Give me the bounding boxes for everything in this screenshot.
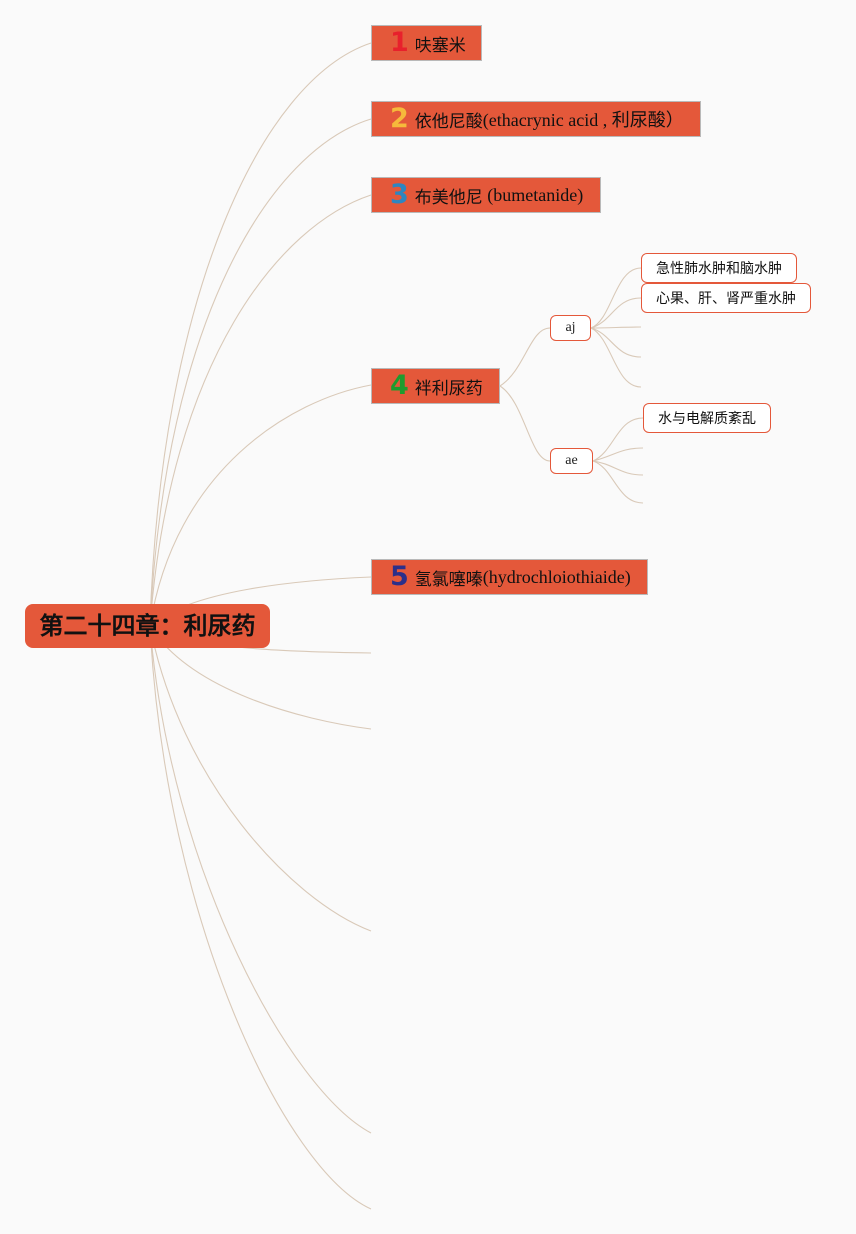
- topic-3[interactable]: 3 布美他尼 (bumetanide): [371, 177, 601, 213]
- topic-4-label: 袢利尿药: [414, 378, 483, 399]
- link-root-branch-8: [149, 625, 372, 932]
- link-root-branch-7: [149, 625, 372, 730]
- topic-3-label: 布美他尼: [414, 187, 483, 208]
- link-root-topic-3: [149, 194, 372, 627]
- link-aj-empty-2: [590, 327, 642, 358]
- number-badge-3-icon: 3: [390, 179, 409, 210]
- link-ae-empty-3: [592, 460, 644, 504]
- link-root-topic-4: [149, 384, 372, 627]
- number-badge-5-icon: 5: [390, 561, 409, 592]
- topic-1-label: 呋塞米: [414, 35, 466, 56]
- topic-2-label-latin: (ethacrynic acid , 利尿酸）: [482, 110, 684, 130]
- number-badge-2-icon: 2: [390, 103, 409, 134]
- link-ae-leaf-1: [592, 417, 644, 462]
- link-ae-empty-2: [592, 460, 644, 476]
- link-aj-leaf-2: [590, 297, 642, 329]
- leaf-severe-edema[interactable]: 心果、肝、肾严重水肿: [641, 283, 811, 313]
- number-badge-4-icon: 4: [390, 370, 409, 401]
- topic-5[interactable]: 5 氢氯噻嗪 (hydrochloiothiaide): [371, 559, 648, 595]
- topic-5-label: 氢氯噻嗪: [414, 569, 483, 590]
- link-root-branch-10: [149, 625, 372, 1210]
- root-topic[interactable]: 第二十四章：利尿药: [25, 604, 270, 648]
- link-root-topic-2: [149, 118, 372, 627]
- leaf-acute-edema[interactable]: 急性肺水肿和脑水肿: [641, 253, 797, 283]
- link-aj-empty-3: [590, 327, 642, 388]
- topic-4[interactable]: 4 袢利尿药: [371, 368, 500, 404]
- topic-3-label-latin: (bumetanide): [482, 184, 584, 205]
- leaf-electrolyte-disorder[interactable]: 水与电解质紊乱: [643, 403, 771, 433]
- topic-2-label: 依他尼酸: [414, 111, 483, 132]
- link-topic4-ae: [499, 385, 551, 462]
- subtopic-aj[interactable]: aj: [550, 315, 591, 341]
- link-root-branch-9: [149, 625, 372, 1134]
- topic-1[interactable]: 1 呋塞米: [371, 25, 482, 61]
- link-aj-empty-1: [590, 326, 642, 329]
- link-topic4-aj: [499, 327, 551, 387]
- link-aj-leaf-1: [590, 267, 642, 329]
- link-root-topic-1: [149, 42, 372, 627]
- topic-2[interactable]: 2 依他尼酸 (ethacrynic acid , 利尿酸）: [371, 101, 701, 137]
- subtopic-ae[interactable]: ae: [550, 448, 593, 474]
- link-ae-empty-1: [592, 447, 644, 462]
- topic-5-label-latin: (hydrochloiothiaide): [482, 566, 631, 587]
- number-badge-1-icon: 1: [390, 27, 409, 58]
